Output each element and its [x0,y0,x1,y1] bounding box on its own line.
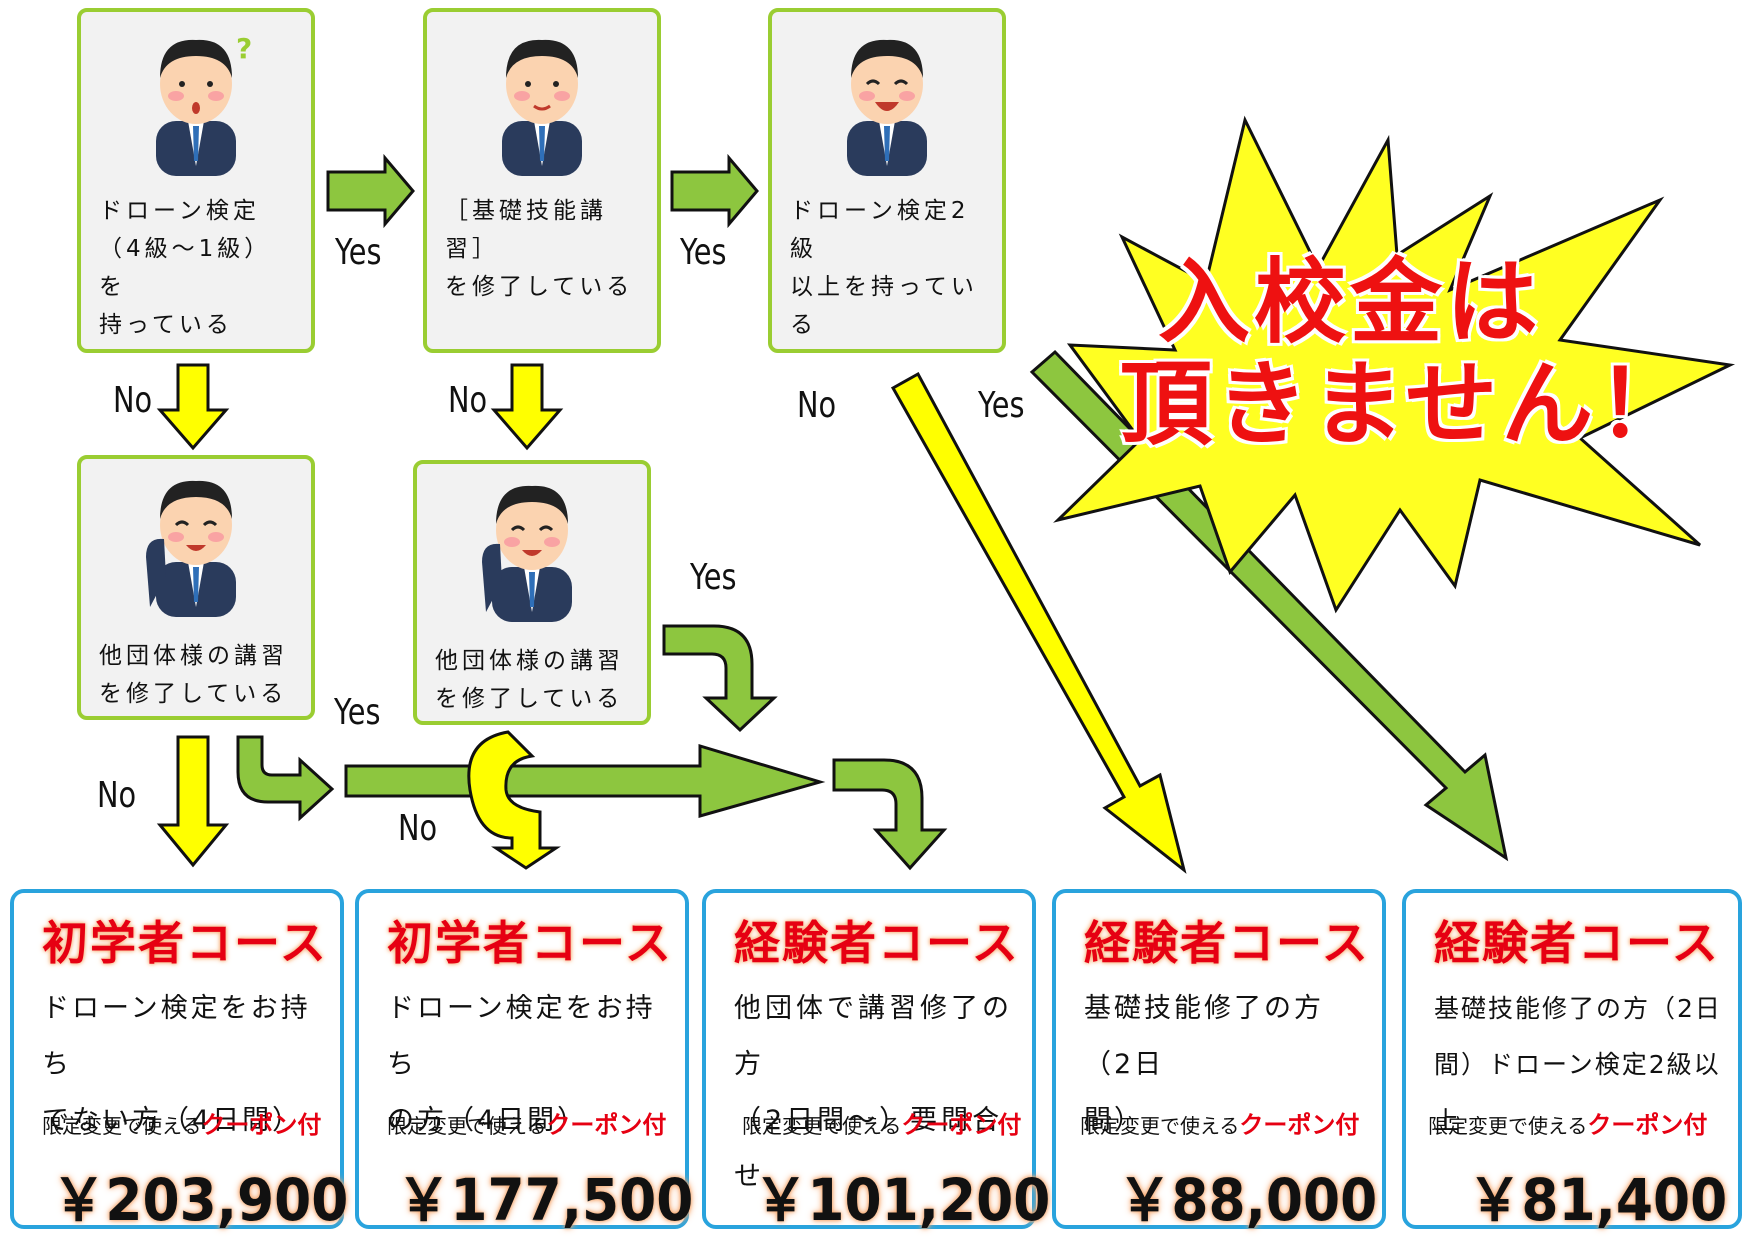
arrow-no-q3-course4 [890,371,1187,874]
coupon-note: 限定変更で使えるクーポン付 [1428,1111,1708,1139]
coupon-note: 限定変更で使えるクーポン付 [742,1111,1022,1139]
person-smile-icon [502,39,582,176]
label-no-1: No [113,380,153,421]
svg-text:?: ? [236,32,252,65]
label-no-5: No [398,808,438,849]
course-price: ￥81,400 [1468,1166,1728,1234]
label-no-4: No [97,775,137,816]
course-card-beginner-with-license[interactable]: 初学者コース ドローン検定をお持ち の方（4日間） 限定変更で使えるクーポン付 … [355,889,693,1234]
course-description: ドローン検定をお持ち でない方（4日間） [42,993,311,1136]
course-card-experienced-grade2[interactable]: 経験者コース 基礎技能修了の方（2日 間）ドローン検定2級以上 限定変更で使える… [1402,889,1742,1234]
course-price: ￥101,200 [754,1166,1051,1234]
question-text: ［基礎技能講習］ を修了している [445,198,634,300]
coupon-highlight: クーポン付 [901,1111,1022,1139]
person-scratch-head-icon [146,480,236,617]
question-box-drone-license: ? ドローン検定 （4級～1級）を 持っている [77,8,315,353]
question-text: 他団体様の講習 を修了している [435,648,624,712]
question-text: ドローン検定2級 以上を持ってい る [790,198,978,338]
arrow-yes-q4-curve [236,735,335,822]
label-yes-5: Yes [334,692,381,733]
course-description: 他団体で講習修了の方 （2日間～）要問合せ [734,993,1013,1192]
arrow-no-q2-q5 [490,363,564,451]
arrow-yes-q1-q2 [326,153,415,229]
label-yes-2: Yes [680,232,727,273]
coupon-note: 限定変更で使えるクーポン付 [1080,1111,1360,1139]
course-price: ￥177,500 [397,1166,694,1234]
coupon-highlight: クーポン付 [546,1111,667,1139]
label-yes-1: Yes [335,232,382,273]
question-text: 他団体様の講習 を修了している [99,643,288,707]
arrow-yes-q2-q3 [670,153,759,229]
course-card-experienced-other-org[interactable]: 経験者コース 他団体で講習修了の方 （2日間～）要問合せ 限定変更で使えるクーポ… [702,889,1050,1234]
course-card-beginner-no-license[interactable]: 初学者コース ドローン検定をお持ち でない方（4日間） 限定変更で使えるクーポン… [10,889,348,1234]
course-title: 経験者コース [1434,916,1720,970]
coupon-highlight: クーポン付 [1239,1111,1360,1139]
burst-headline-line2: 頂きません！ [1120,351,1694,458]
course-title: 経験者コース [734,916,1020,970]
label-no-3: No [797,385,837,426]
coupon-note: 限定変更で使えるクーポン付 [387,1111,667,1139]
question-text: ドローン検定 （4級～1級）を 持っている [99,198,272,338]
course-card-experienced-basic-skill[interactable]: 経験者コース 基礎技能修了の方（2日 間） 限定変更で使えるクーポン付 ￥88,… [1052,889,1386,1234]
question-box-other-org-1: 他団体様の講習 を修了している [77,455,315,720]
coupon-highlight: クーポン付 [201,1111,322,1139]
course-title: 初学者コース [42,916,328,970]
course-description: ドローン検定をお持ち の方（4日間） [387,993,656,1136]
coupon-highlight: クーポン付 [1587,1111,1708,1139]
coupon-note: 限定変更で使えるクーポン付 [42,1111,322,1139]
course-description: 基礎技能修了の方（2日 間）ドローン検定2級以上 [1434,994,1722,1135]
person-scratch-head-icon [482,485,572,622]
course-price: ￥203,900 [52,1166,349,1234]
arrow-yes-q5-curve [662,624,778,733]
arrow-no-q1-q4 [156,363,230,451]
burst-headline-line1: 入校金は [1158,249,1543,356]
arrow-no-q5-arc [467,730,561,870]
person-happy-icon [847,39,927,176]
label-yes-4: Yes [690,557,737,598]
question-box-drone-grade2: ドローン検定2級 以上を持ってい る [768,8,1006,353]
label-yes-3: Yes [978,385,1025,426]
course-description: 基礎技能修了の方（2日 間） [1084,993,1324,1136]
person-question-icon: ? [156,32,252,176]
arrow-yes-to-course3-curve [832,758,948,871]
label-no-2: No [448,380,488,421]
course-title: 経験者コース [1084,916,1370,970]
question-box-other-org-2: 他団体様の講習 を修了している [413,460,651,725]
question-box-basic-skill: ［基礎技能講習］ を修了している [423,8,661,353]
arrow-no-q4-course1 [156,735,230,868]
course-price: ￥88,000 [1118,1166,1378,1234]
starburst [1053,115,1736,614]
course-title: 初学者コース [387,916,673,970]
arrow-horizontal-to-course3 [344,743,826,818]
